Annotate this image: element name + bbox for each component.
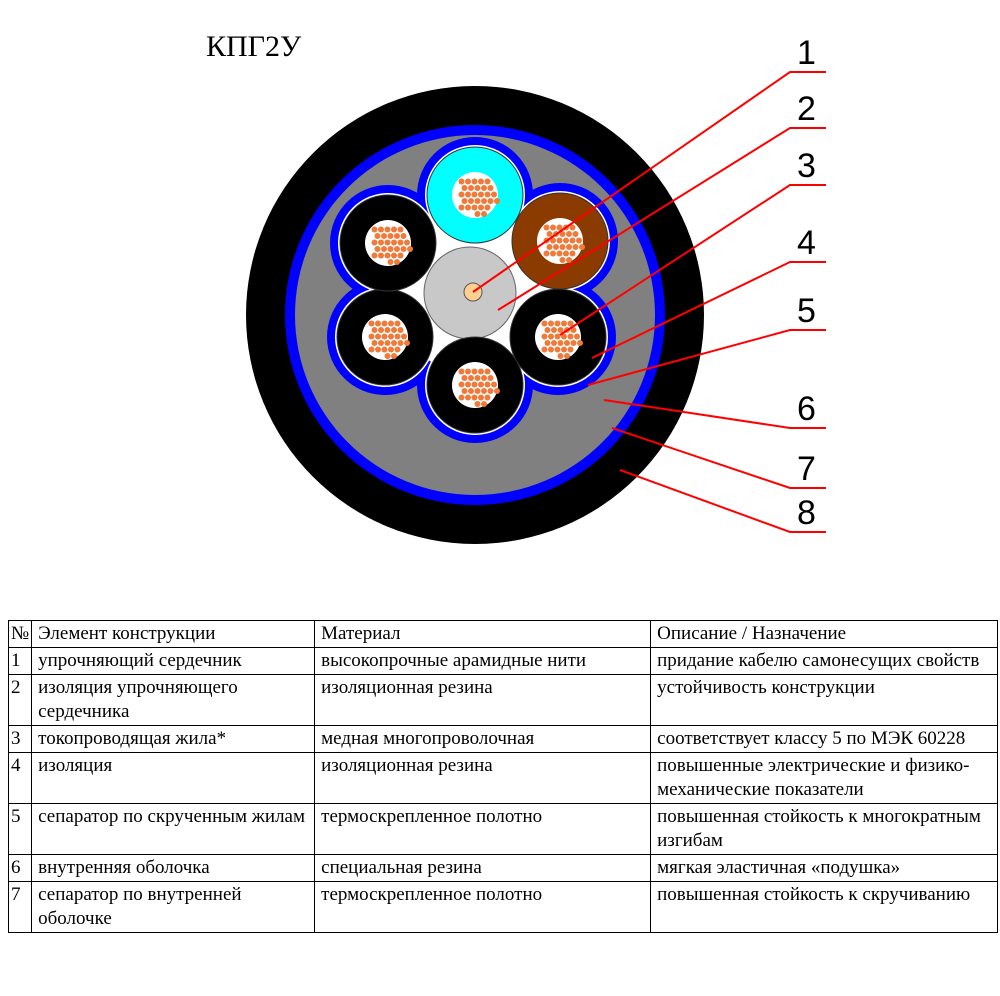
- table-cell: сепаратор по внутренней оболочке: [31, 881, 316, 933]
- table-cell: мягкая эластичная «подушка»: [650, 854, 998, 882]
- table-cell: 7: [7, 881, 33, 933]
- table-cell: специальная резина: [314, 854, 652, 882]
- table-cell: высокопрочные арамидные нити: [314, 647, 652, 675]
- table-cell: устойчивость конструкции: [650, 674, 998, 726]
- table-cell: изоляция: [31, 752, 316, 804]
- leader-line-8: [619, 469, 826, 533]
- header-cell: Описание / Назначение: [650, 620, 998, 648]
- table-cell: термоскрепленное полотно: [314, 803, 652, 855]
- leader-line-6: [603, 399, 826, 429]
- callout-label-4: 4: [797, 224, 816, 262]
- table-cell: повышенная стойкость к скручиванию: [650, 881, 998, 933]
- table-cell: сепаратор по скрученным жилам: [31, 803, 316, 855]
- table-cell: изоляционная резина: [314, 674, 652, 726]
- table-cell: повышенные электрические и физико-механи…: [650, 752, 998, 804]
- table-cell: медная многопроволочная: [314, 725, 652, 753]
- table-cell: изоляционная резина: [314, 752, 652, 804]
- table-cell: 6: [7, 854, 33, 882]
- cable-cross-section: 1 2 3 4 5 6 7 8: [246, 34, 826, 544]
- table-cell: внутренняя оболочка: [31, 854, 316, 882]
- callout-label-3: 3: [797, 147, 816, 185]
- callout-label-2: 2: [797, 90, 816, 128]
- callout-label-8: 8: [797, 494, 816, 532]
- table-cell: изоляция упрочняющего сердечника: [31, 674, 316, 726]
- table-cell: 1: [7, 647, 33, 675]
- table-cell: 2: [7, 674, 33, 726]
- table-cell: 5: [7, 803, 33, 855]
- leader-line-3: [559, 184, 826, 336]
- table-cell: 3: [7, 725, 33, 753]
- header-cell: Элемент конструкции: [31, 620, 316, 648]
- callout-label-6: 6: [797, 390, 816, 428]
- leader-line-5: [587, 329, 826, 386]
- table-cell: 4: [7, 752, 33, 804]
- leader-line-2: [497, 127, 826, 311]
- leader-line-4: [591, 261, 826, 359]
- callout-label-7: 7: [797, 450, 816, 488]
- cable-title: КПГ2У: [206, 30, 302, 63]
- callout-label-1: 1: [797, 34, 816, 72]
- header-cell: №: [7, 620, 33, 648]
- table-cell: упрочняющий сердечник: [31, 647, 316, 675]
- leader-line-7: [611, 427, 826, 489]
- table-cell: соответствует классу 5 по МЭК 60228: [650, 725, 998, 753]
- leader-line-1: [472, 71, 826, 293]
- table-cell: термоскрепленное полотно: [314, 881, 652, 933]
- table-cell: повышенная стойкость к многократным изги…: [650, 803, 998, 855]
- header-cell: Материал: [314, 620, 652, 648]
- table-cell: придание кабелю самонесущих свойств: [650, 647, 998, 675]
- callout-label-5: 5: [797, 292, 816, 330]
- table-cell: токопроводящая жила*: [31, 725, 316, 753]
